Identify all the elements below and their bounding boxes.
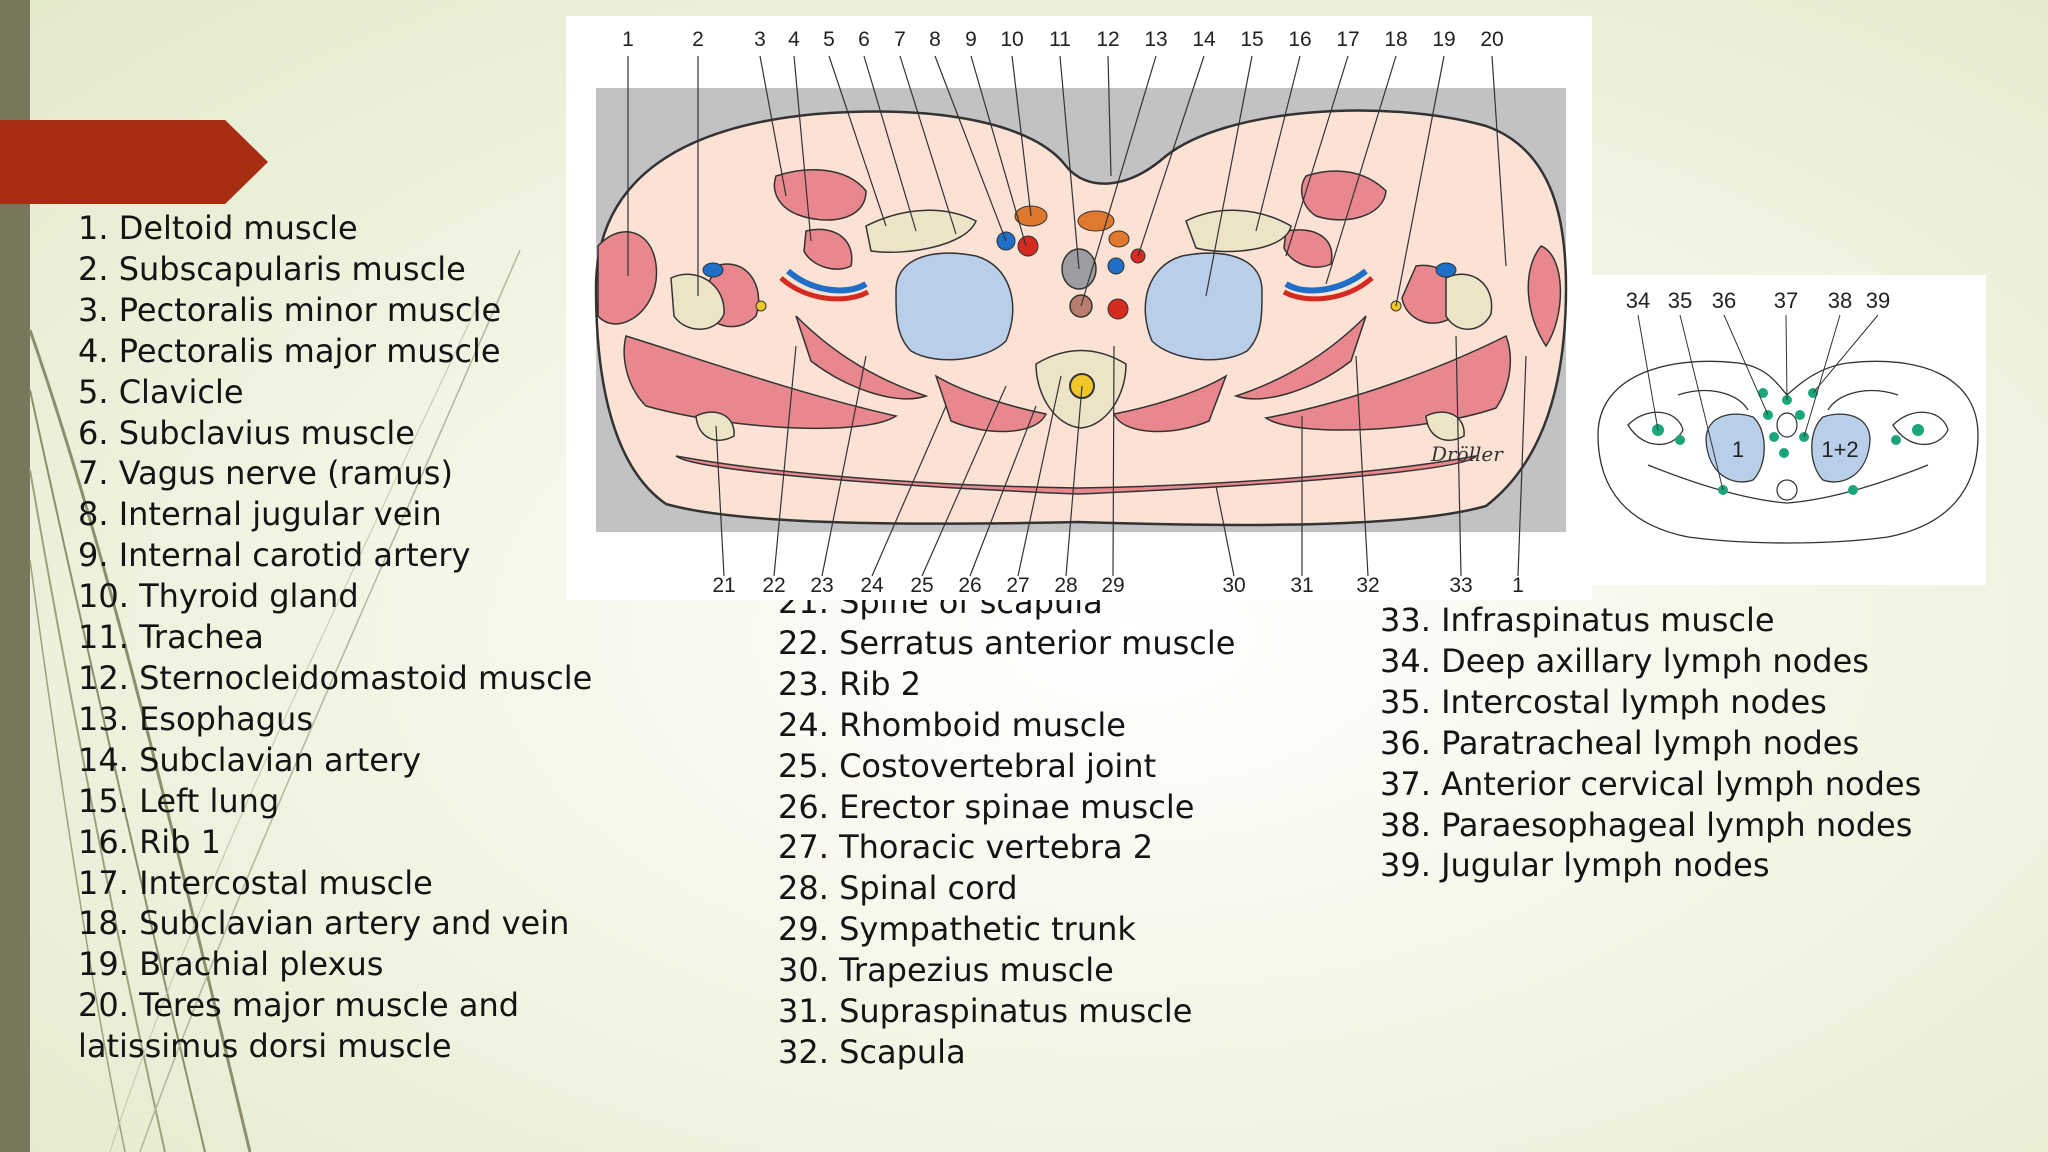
figure-number-label: 35 bbox=[1668, 288, 1692, 313]
figure-number-label: 7 bbox=[894, 28, 906, 51]
figure-number-label: 13 bbox=[1144, 28, 1167, 51]
figure-number-label: 1 bbox=[622, 28, 634, 51]
legend-middle-item: 23. Rib 2 bbox=[778, 664, 922, 703]
legend-left-item: 12. Sternocleidomastoid muscle bbox=[78, 658, 593, 697]
figure-number-label: 17 bbox=[1336, 28, 1359, 51]
illustrator-signature: Dröller bbox=[1430, 442, 1504, 466]
figure-number-label: 26 bbox=[958, 574, 981, 597]
legend-left-item: 7. Vagus nerve (ramus) bbox=[78, 454, 453, 493]
legend-left-item: 3. Pectoralis minor muscle bbox=[78, 290, 502, 329]
figure-number-label: 20 bbox=[1480, 28, 1503, 51]
legend-right-item: 36. Paratracheal lymph nodes bbox=[1380, 723, 1860, 762]
legend-right-item: 37. Anterior cervical lymph nodes bbox=[1380, 764, 1922, 803]
legend-right-item: 33. Infraspinatus muscle bbox=[1380, 601, 1775, 639]
legend-middle-item: 32. Scapula bbox=[778, 1032, 966, 1071]
figure-number-label: 30 bbox=[1222, 574, 1245, 597]
figure-number-label: 36 bbox=[1712, 288, 1736, 313]
figure-number-label: 31 bbox=[1290, 574, 1313, 597]
legend-middle-item: 29. Sympathetic trunk bbox=[778, 910, 1136, 949]
legend-left-item: 10. Thyroid gland bbox=[78, 577, 359, 616]
figure-number-label: 39 bbox=[1866, 288, 1890, 313]
figure-number-label: 34 bbox=[1626, 288, 1650, 313]
figure-number-label: 10 bbox=[1000, 28, 1023, 51]
legend-left-item: 4. Pectoralis major muscle bbox=[78, 331, 501, 370]
legend-left-item: 9. Internal carotid artery bbox=[78, 536, 471, 575]
figure-number-label: 2 bbox=[692, 28, 704, 51]
legend-middle-item: 24. Rhomboid muscle bbox=[778, 705, 1126, 744]
figure-number-label: 3 bbox=[754, 28, 766, 51]
legend-left-item: 6. Subclavius muscle bbox=[78, 413, 415, 452]
figure-number-label: 29 bbox=[1101, 574, 1124, 597]
legend-middle-item: 22. Serratus anterior muscle bbox=[778, 623, 1236, 662]
figure-number-label: 11 bbox=[1049, 28, 1071, 51]
figure-number-label: 27 bbox=[1006, 574, 1029, 597]
figure-number-label: 32 bbox=[1356, 574, 1379, 597]
legend-left-item: 1. Deltoid muscle bbox=[78, 209, 358, 247]
figure-number-label: 33 bbox=[1449, 574, 1472, 597]
legend-left-item: 15. Left lung bbox=[78, 781, 280, 820]
figure-number-label: 4 bbox=[788, 28, 800, 51]
legend-right-item: 35. Intercostal lymph nodes bbox=[1380, 682, 1827, 721]
legend-left-item: 5. Clavicle bbox=[78, 372, 244, 411]
legend-left-item: 13. Esophagus bbox=[78, 699, 313, 738]
legend-middle-item: 28. Spinal cord bbox=[778, 869, 1018, 908]
legend-left-item: 17. Intercostal muscle bbox=[78, 863, 433, 902]
legend-left-item: 16. Rib 1 bbox=[78, 822, 222, 861]
figure-number-label: 1 bbox=[1512, 574, 1524, 597]
figure-number-label: 12 bbox=[1096, 28, 1119, 51]
figure-number-label: 14 bbox=[1192, 28, 1216, 51]
lymph-node-inset-figure: 34 35 36 37 38 39 bbox=[1588, 275, 1986, 585]
muscles bbox=[597, 169, 1562, 495]
figure-number-label: 16 bbox=[1288, 28, 1311, 51]
figure-number-label: 38 bbox=[1828, 288, 1852, 313]
legend-middle-item: 30. Trapezius muscle bbox=[778, 951, 1114, 990]
legend-middle-item: 25. Costovertebral joint bbox=[778, 746, 1157, 785]
legend-right-item: 38. Paraesophageal lymph nodes bbox=[1380, 805, 1913, 844]
legend-left-item: 18. Subclavian artery and vein bbox=[78, 904, 570, 943]
inset-lung-label-right: 1+2 bbox=[1821, 437, 1858, 462]
figure-number-label: 8 bbox=[929, 28, 941, 51]
figure-number-label: 15 bbox=[1240, 28, 1263, 51]
figure-number-label: 9 bbox=[965, 28, 977, 51]
legend-left-item: 2. Subscapularis muscle bbox=[78, 249, 466, 288]
figure-number-label: 18 bbox=[1384, 28, 1407, 51]
legend-left-item: 11. Trachea bbox=[78, 618, 264, 657]
legend-left-item: 8. Internal jugular vein bbox=[78, 495, 442, 534]
title-arrow-tab bbox=[0, 120, 268, 204]
legend-left-item: 19. Brachial plexus bbox=[78, 945, 384, 984]
legend-middle-item: 26. Erector spinae muscle bbox=[778, 787, 1195, 826]
leader-lines bbox=[627, 55, 1527, 577]
figure-number-label: 23 bbox=[810, 574, 833, 597]
figure-number-label: 6 bbox=[858, 28, 870, 51]
vessels bbox=[702, 231, 1457, 320]
legend-left-item: 20. Teres major muscle and latissimus do… bbox=[78, 986, 520, 1066]
bottom-number-labels: 21 22 23 24 25 26 27 28 29 30 31 32 33 1 bbox=[712, 574, 1524, 597]
inset-lungs bbox=[1705, 413, 1871, 483]
inset-lung-label-left: 1 bbox=[1732, 437, 1744, 462]
legend-middle-item: 27. Thoracic vertebra 2 bbox=[778, 828, 1154, 867]
figure-number-label: 25 bbox=[910, 574, 933, 597]
bones bbox=[670, 209, 1493, 441]
inset-number-labels: 34 35 36 37 38 39 bbox=[1626, 288, 1890, 313]
lungs bbox=[895, 252, 1263, 361]
figure-number-label: 19 bbox=[1432, 28, 1455, 51]
figure-number-label: 21 bbox=[712, 574, 735, 597]
inset-leader-lines bbox=[1637, 314, 1879, 491]
legend-right-item: 34. Deep axillary lymph nodes bbox=[1380, 641, 1869, 680]
figure-number-label: 22 bbox=[762, 574, 785, 597]
figure-number-label: 24 bbox=[860, 574, 884, 597]
legend-left-item: 14. Subclavian artery bbox=[78, 740, 422, 779]
legend-middle-item: 31. Supraspinatus muscle bbox=[778, 992, 1193, 1031]
figure-number-label: 28 bbox=[1054, 574, 1077, 597]
figure-number-label: 5 bbox=[823, 28, 835, 51]
figure-number-label: 37 bbox=[1774, 288, 1798, 313]
legend-right-item: 39. Jugular lymph nodes bbox=[1380, 846, 1770, 885]
